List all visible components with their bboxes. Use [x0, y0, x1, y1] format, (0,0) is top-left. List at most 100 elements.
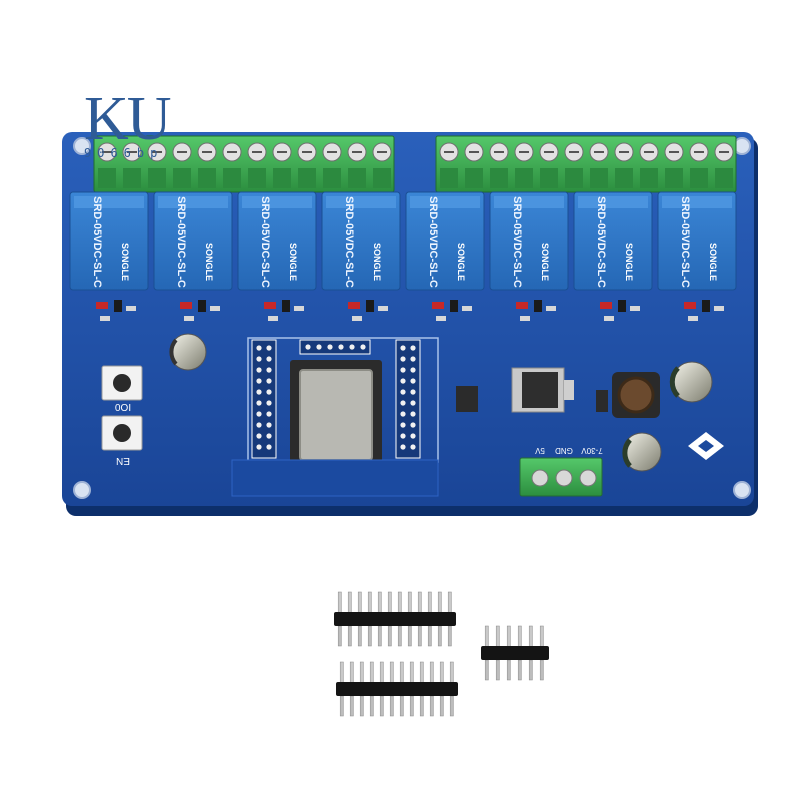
terminal-opening — [173, 168, 191, 188]
header-pin — [484, 625, 489, 649]
relay-body — [489, 191, 569, 291]
smd-resistor — [520, 316, 530, 321]
power-terminal — [519, 457, 603, 497]
header-pin-hole — [327, 344, 333, 350]
header-pin-hole — [266, 356, 272, 362]
header-pin — [379, 695, 384, 717]
esp32-header-pins — [256, 344, 416, 450]
antenna-keepout — [231, 459, 439, 497]
mounting-hole-br — [733, 481, 751, 499]
esp32-header-right — [395, 339, 421, 459]
relay-body — [69, 191, 149, 291]
header-pin — [517, 625, 522, 649]
header-pin — [528, 625, 533, 649]
header-plastic — [336, 682, 458, 696]
relay-brand-text: SONGLE — [288, 243, 298, 281]
relay-body — [573, 191, 653, 291]
relay-model-text: SRD-05VDC-SL-C — [595, 196, 607, 288]
header-pin-hole — [266, 400, 272, 406]
header-pin — [539, 625, 544, 649]
terminal-opening — [515, 168, 533, 188]
header-pin — [397, 591, 402, 615]
header-pin-hole — [256, 411, 262, 417]
header-pin-hole — [338, 344, 344, 350]
header-pin-hole — [266, 422, 272, 428]
smd-resistor — [378, 306, 388, 311]
header-pin — [359, 661, 364, 685]
transistor — [702, 300, 710, 312]
smd-resistor — [100, 316, 110, 321]
header-pin — [484, 659, 489, 681]
relay-brand-text: SONGLE — [204, 243, 214, 281]
terminal-opening — [373, 168, 391, 188]
diode — [596, 390, 608, 412]
header-pin-hole — [410, 422, 416, 428]
header-pin — [389, 695, 394, 717]
header-pin-hole — [266, 389, 272, 395]
relay-model-text: SRD-05VDC-SL-C — [511, 196, 523, 288]
indicator-led — [432, 302, 444, 309]
header-pin-hole — [400, 444, 406, 450]
power-screw-2 — [555, 469, 573, 487]
header-pin-hole — [266, 367, 272, 373]
header-pin-hole — [400, 433, 406, 439]
header-pin-hole — [410, 378, 416, 384]
header-pin — [439, 695, 444, 717]
header-pin — [409, 695, 414, 717]
header-pin — [379, 661, 384, 685]
header-pin — [367, 591, 372, 615]
header-pin — [339, 695, 344, 717]
capacitor-right-top — [669, 361, 713, 403]
header-pin-hole — [256, 422, 262, 428]
voltage-regulator — [511, 367, 574, 413]
header-pin — [506, 625, 511, 649]
header-pin-hole — [410, 356, 416, 362]
header-pin-hole — [256, 378, 262, 384]
header-pin-hole — [400, 422, 406, 428]
terminal-opening — [323, 168, 341, 188]
watermark-logo: KU 9066bp — [84, 88, 194, 168]
header-pin-hole — [316, 344, 322, 350]
header-pin — [427, 625, 432, 647]
io0-button — [101, 365, 143, 401]
terminal-opening — [248, 168, 266, 188]
header-pin — [517, 659, 522, 681]
header-pin-hole — [256, 356, 262, 362]
relay-model-text: SRD-05VDC-SL-C — [343, 196, 355, 288]
indicator-led — [348, 302, 360, 309]
header-pin-hole — [256, 367, 262, 373]
header-pin — [439, 661, 444, 685]
power-label-5v: 5V — [534, 446, 544, 455]
relay-brand-text: SONGLE — [120, 243, 130, 281]
power-screw-1 — [531, 469, 549, 487]
smd-resistor — [714, 306, 724, 311]
relay-brand-text: SONGLE — [708, 243, 718, 281]
header-pin — [539, 659, 544, 681]
smd-resistor — [126, 306, 136, 311]
power-label-range: 7-30V — [581, 446, 603, 455]
relay-top-edge — [158, 196, 228, 208]
header-pin — [399, 695, 404, 717]
smd-resistor — [604, 316, 614, 321]
header-pin — [506, 659, 511, 681]
io0-button-cap — [113, 374, 131, 392]
relay-body — [237, 191, 317, 291]
regulator-body — [522, 372, 558, 408]
header-plastic — [334, 612, 456, 626]
header-pin — [347, 625, 352, 647]
smd-resistor — [184, 316, 194, 321]
terminal-opening — [640, 168, 658, 188]
header-pin — [339, 661, 344, 685]
io0-button-label: IO0 — [115, 401, 132, 412]
indicator-led — [516, 302, 528, 309]
terminal-opening — [565, 168, 583, 188]
capacitor-rb-marking — [622, 438, 632, 468]
header-pin — [369, 661, 374, 685]
header-pin-hole — [400, 367, 406, 373]
indicator-led — [180, 302, 192, 309]
